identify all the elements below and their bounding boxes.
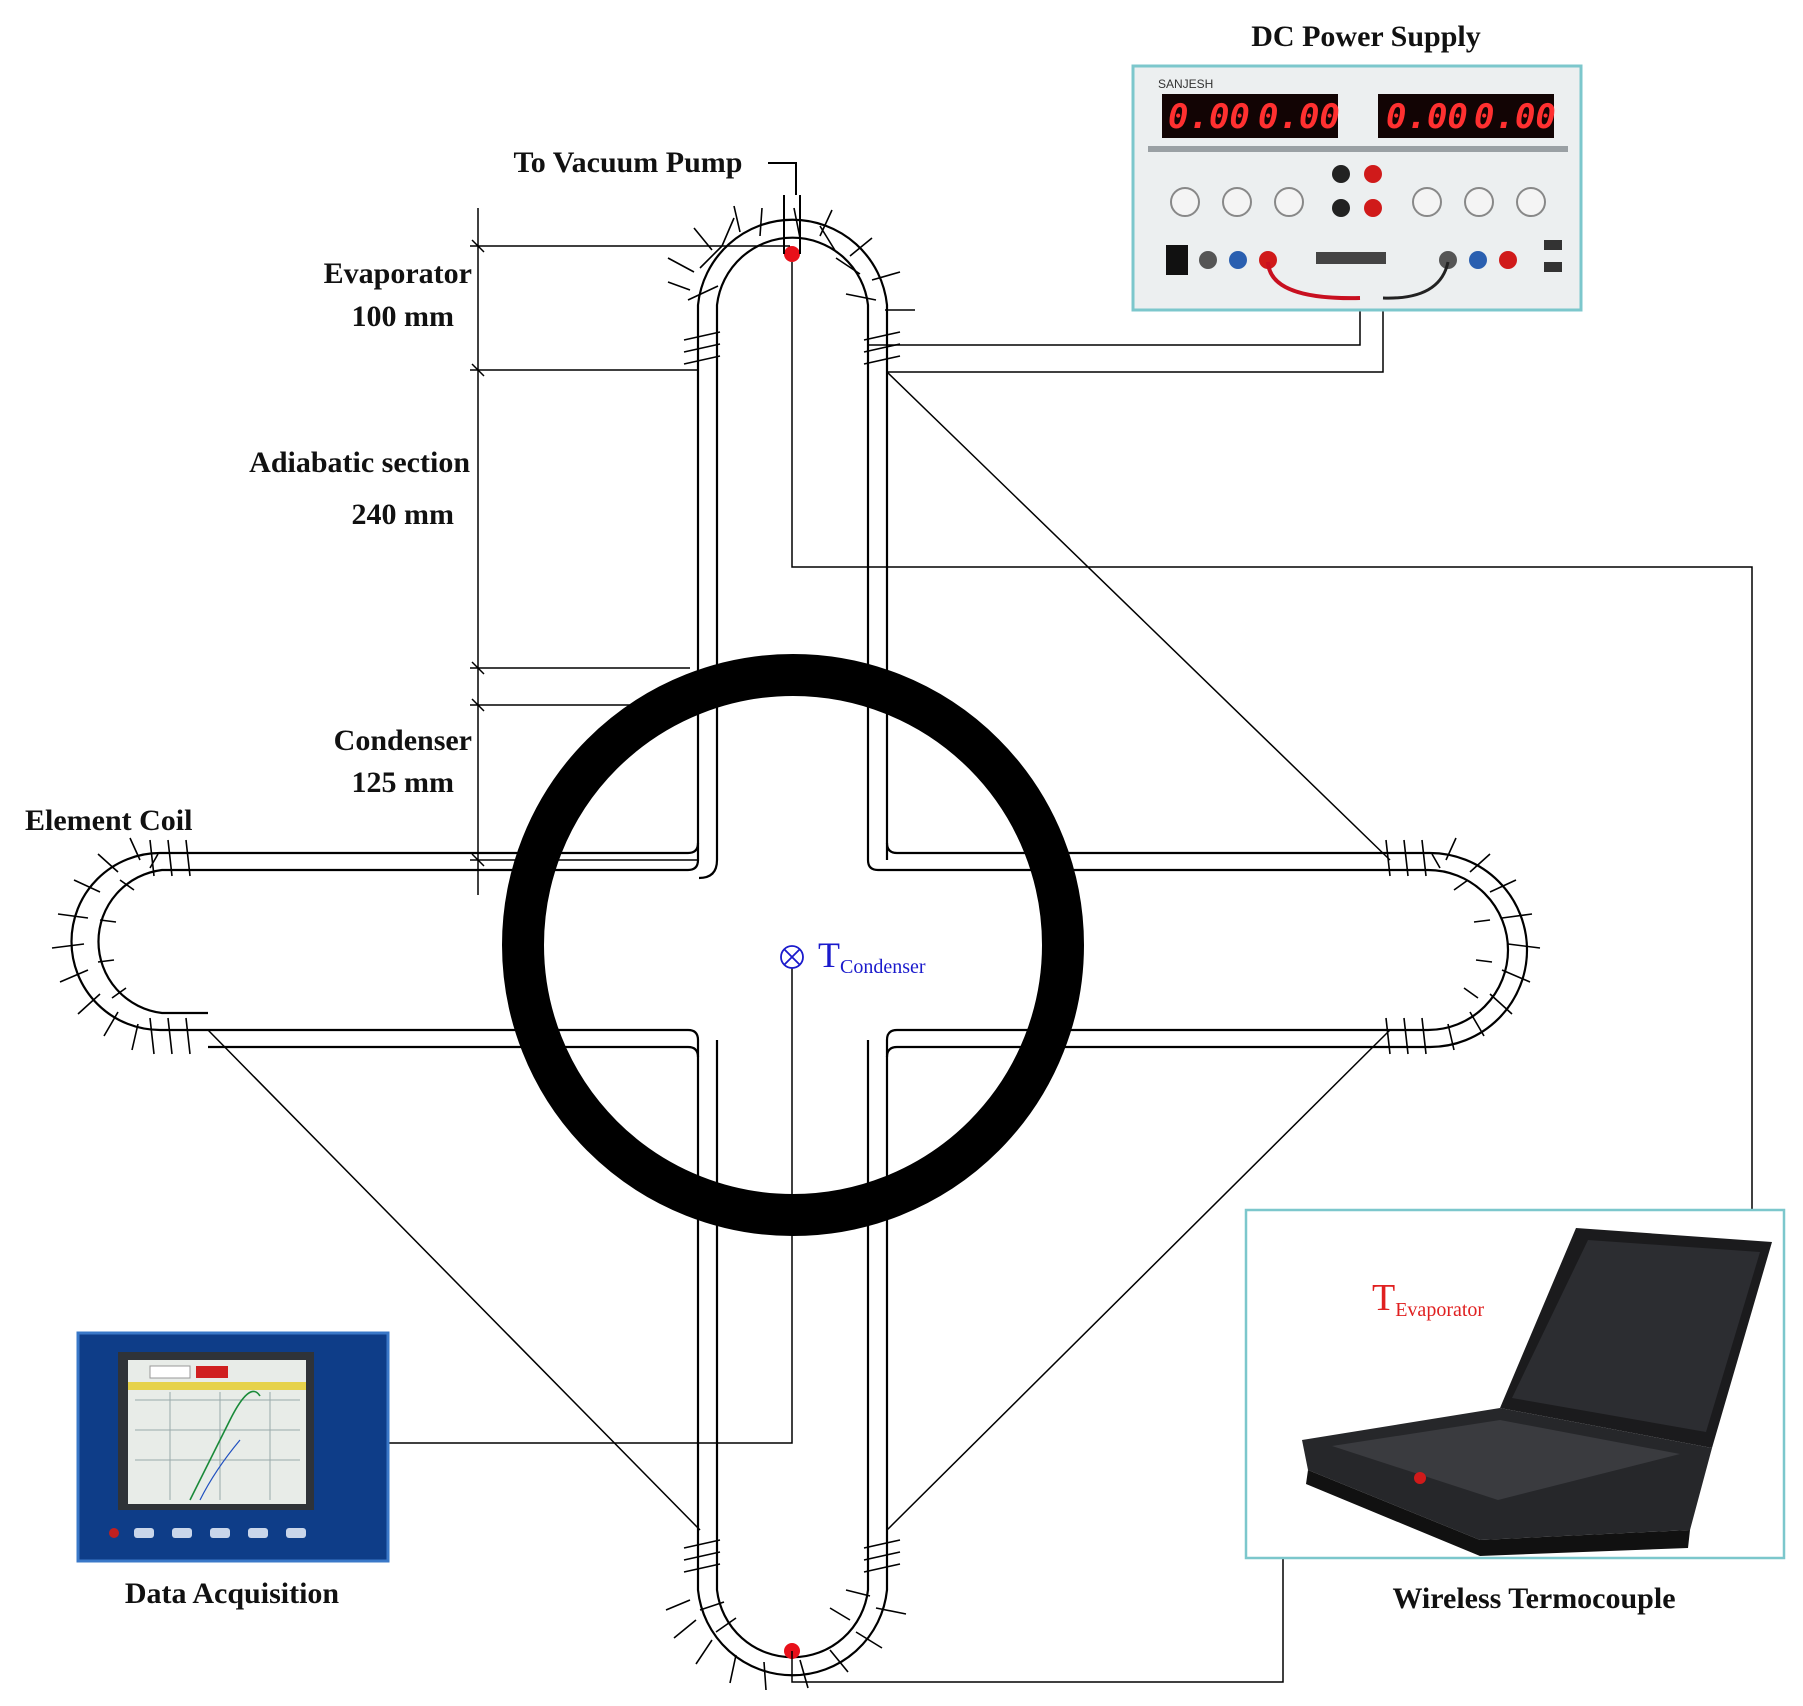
power-supply-knobs: [1170, 187, 1546, 217]
power-supply-black-lead: [1382, 261, 1450, 300]
evaporator-loop-top: [696, 218, 889, 365]
element-coil-left: [51, 837, 191, 1055]
daq-screen-plot: [135, 1392, 300, 1500]
condenser-length-label: 125 mm: [352, 766, 454, 799]
power-supply-display-3: 0.00: [1386, 97, 1468, 137]
data-acquisition-unit: [76, 1331, 390, 1563]
thermocouple-cross-icon-lines: [783, 948, 801, 966]
adiabatic-length-label: 240 mm: [352, 498, 454, 531]
dimension-lines: [470, 208, 790, 895]
evaporator-length-label: 100 mm: [352, 300, 454, 333]
power-supply-red-lead: [1266, 261, 1361, 301]
condenser-label: Condenser: [334, 724, 472, 757]
power-supply-brand: SANJESH: [1158, 77, 1213, 91]
element-coil-bottom: [665, 1539, 907, 1691]
element-coil-label: Element Coil: [25, 804, 192, 837]
power-supply-display-2: 0.00: [1258, 97, 1340, 137]
wireless-thermocouple-panel: TEvaporator: [1244, 1208, 1786, 1560]
wiring: [207, 262, 1753, 1683]
data-acquisition-label: Data Acquisition: [125, 1577, 340, 1610]
evaporator-label: Evaporator: [324, 257, 472, 290]
daq-buttons: [134, 1528, 306, 1538]
vacuum-pump-label: To Vacuum Pump: [514, 146, 743, 179]
t-condenser-sensor: TCondenser: [780, 935, 926, 978]
t-evaporator-label: T: [1372, 1277, 1395, 1319]
laptop-icon: [1302, 1228, 1772, 1556]
t-condenser-subscript: Condenser: [840, 956, 926, 978]
condenser-ring: [502, 654, 1084, 1236]
heat-pipe-tubes: [208, 365, 1386, 1535]
power-supply-display-1: 0.00: [1168, 97, 1250, 137]
thermocouple-cross-icon: [780, 945, 804, 969]
evaporator-loop-right: [1386, 851, 1529, 1049]
dc-power-supply: SANJESH 0.00 0.00 0.00 0.00: [1131, 64, 1583, 312]
dc-power-supply-label: DC Power Supply: [1251, 20, 1480, 53]
adiabatic-section-label: Adiabatic section: [249, 446, 470, 479]
svg-text:TEvaporator: TEvaporator: [1372, 1277, 1484, 1321]
svg-text:TCondenser: TCondenser: [818, 935, 926, 978]
thermocouple-dot-top: [784, 246, 800, 262]
vacuum-pump-pipe: [768, 162, 801, 254]
wireless-thermocouple-label: Wireless Termocouple: [1392, 1582, 1675, 1615]
power-supply-display-4: 0.00: [1474, 97, 1556, 137]
t-evaporator-subscript: Evaporator: [1395, 1299, 1484, 1321]
power-supply-terminals: [1199, 165, 1517, 269]
t-condenser-label: T: [818, 935, 840, 975]
evaporator-loop-left: [70, 851, 208, 1032]
element-coil-top: [667, 205, 915, 365]
